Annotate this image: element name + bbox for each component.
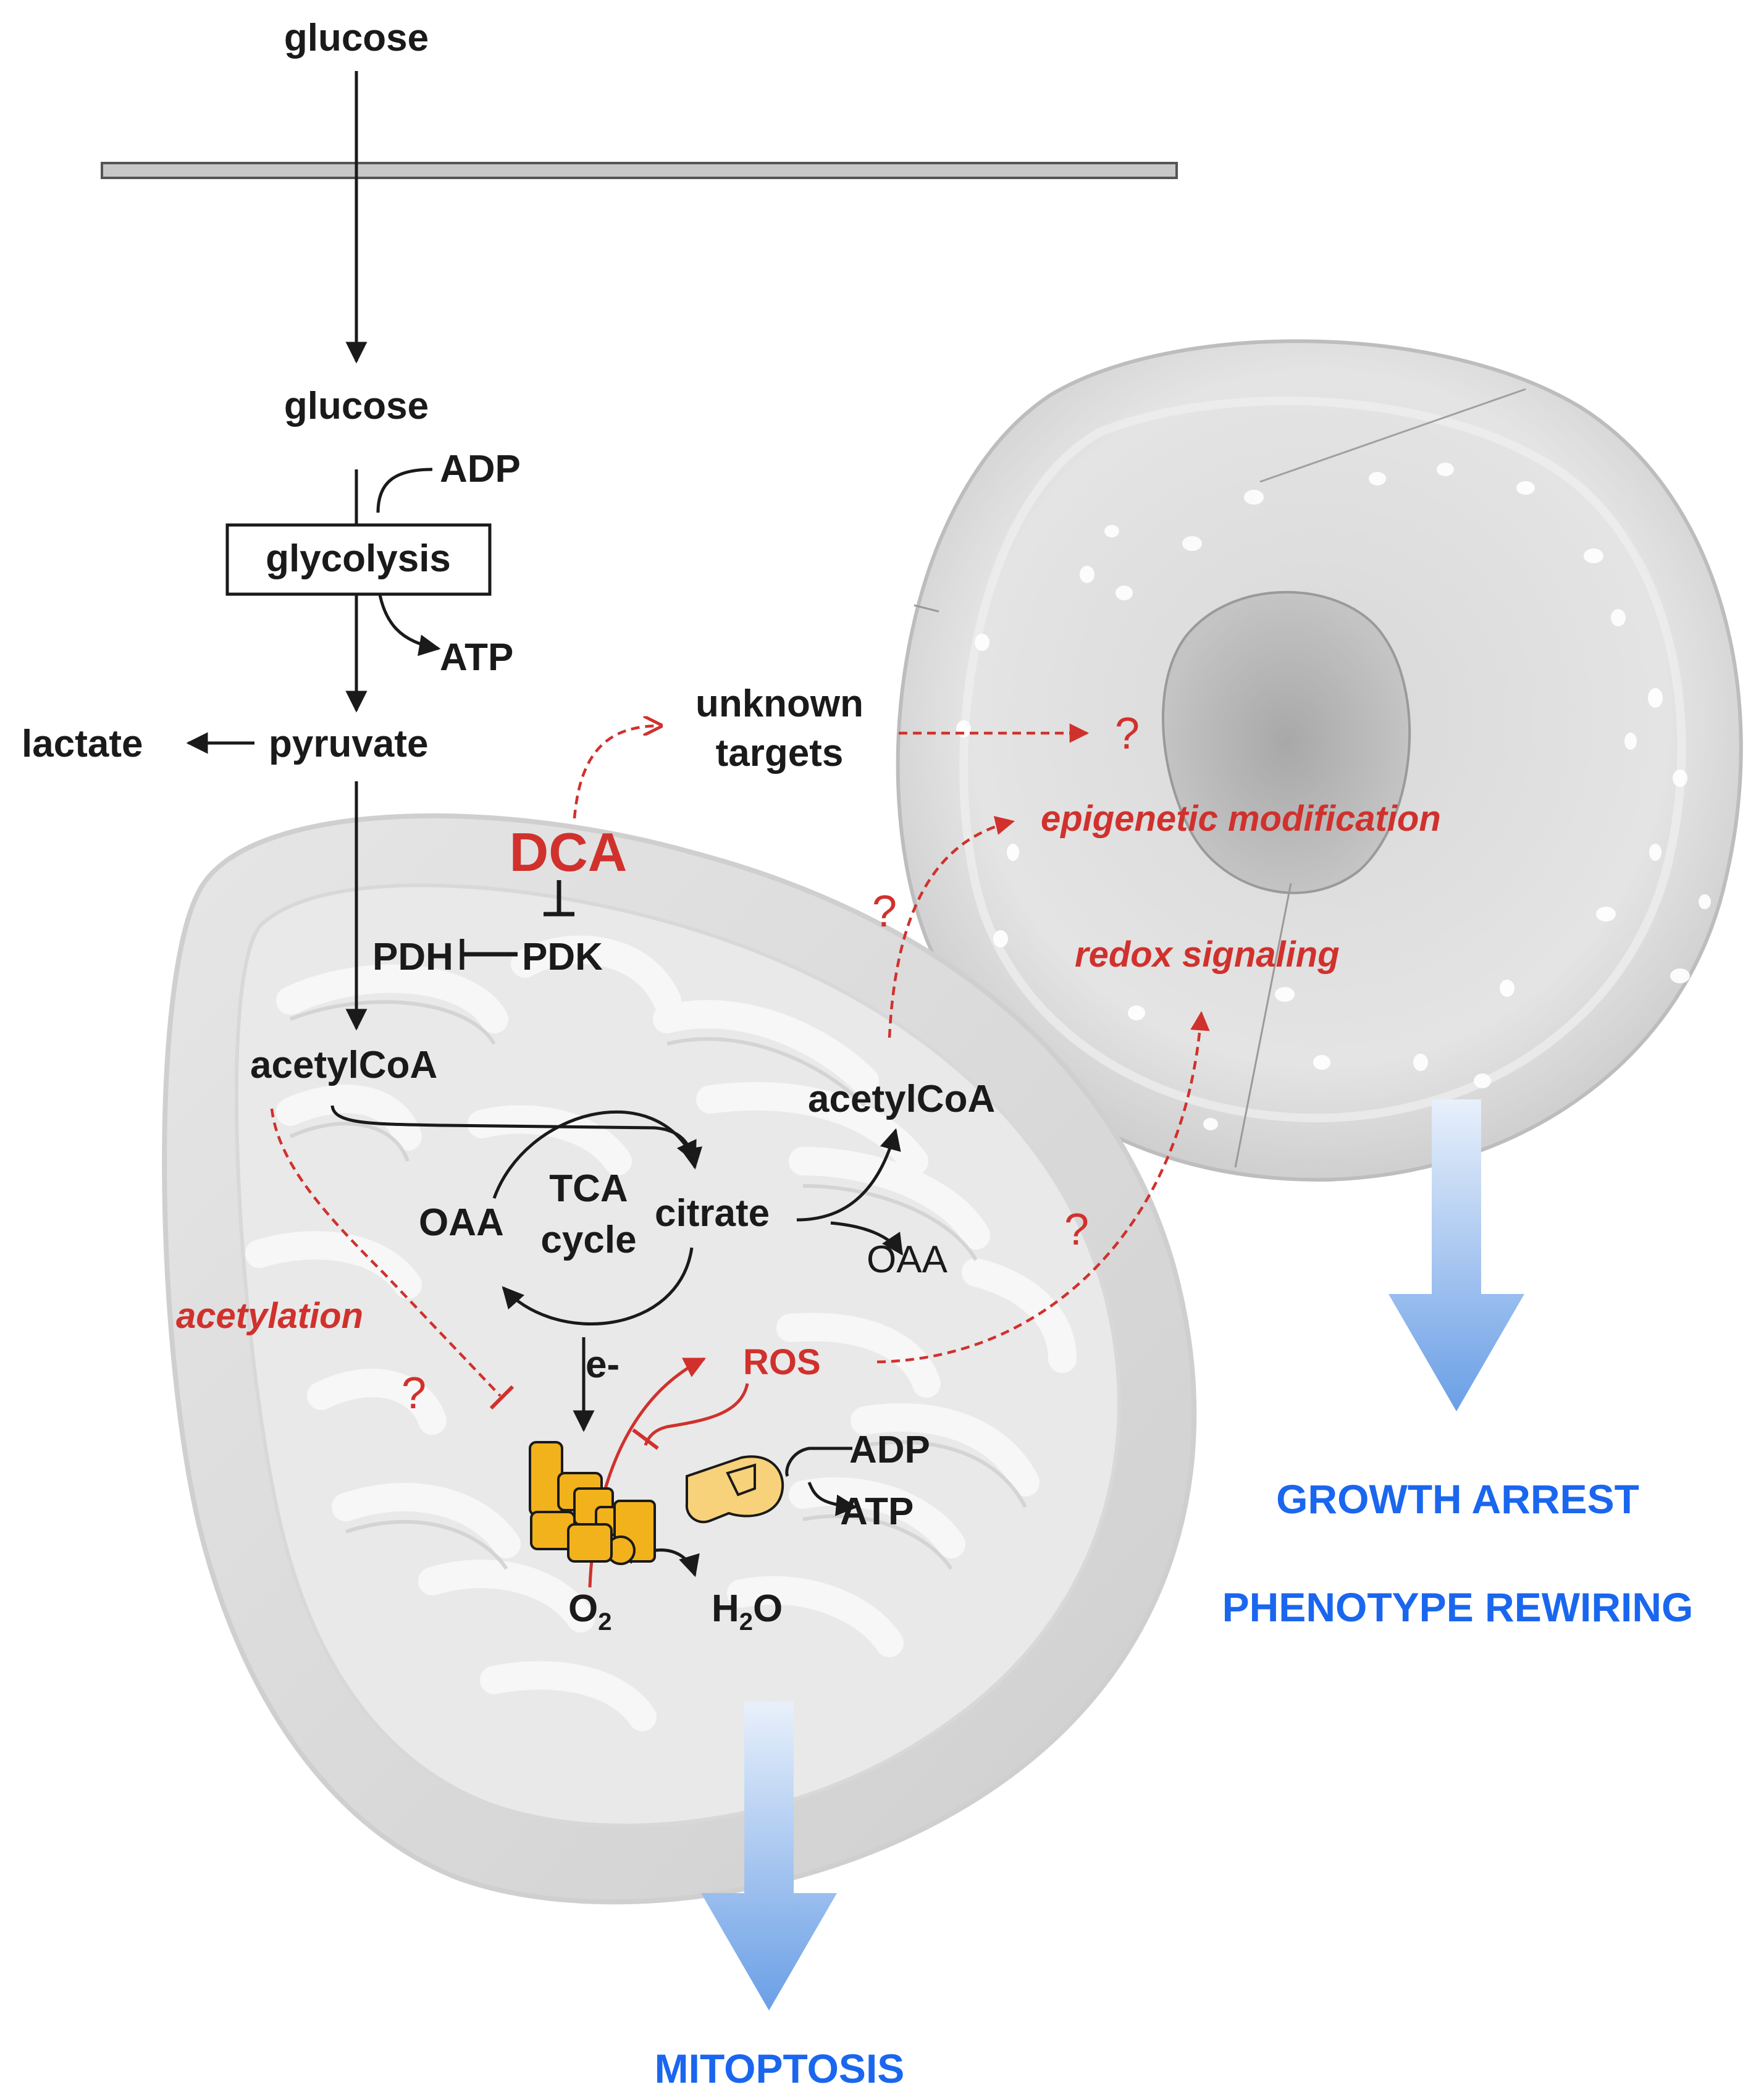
- atp-glycolysis-label: ATP: [440, 636, 513, 679]
- question-mark-redox: ?: [1064, 1205, 1089, 1254]
- pdh-label: PDH: [372, 936, 453, 978]
- oaa-right-label: OAA: [867, 1238, 948, 1281]
- signaling-arrows: [270, 726, 1210, 1397]
- atp-atpsynthase-label: ATP: [840, 1490, 914, 1533]
- plasma-membrane: [101, 162, 1178, 179]
- citrate-label: citrate: [655, 1192, 770, 1235]
- glycolysis-label: glycolysis: [266, 537, 451, 580]
- oaa-left-label: OAA: [419, 1201, 504, 1244]
- e-minus-label: e-: [586, 1343, 620, 1386]
- acetylcoa-cyto-label: acetylCoA: [808, 1078, 995, 1120]
- pyruvate-label: pyruvate: [269, 723, 428, 765]
- acetylation-inhibition-bar: [489, 1385, 515, 1410]
- acetylcoa-mito-label: acetylCoA: [250, 1044, 437, 1086]
- question-mark-epigenetic: ?: [872, 887, 897, 936]
- nucleus: [1162, 590, 1411, 894]
- electron-transport-chain: [529, 1441, 656, 1565]
- mitochondrion-illustration: [162, 813, 1197, 1905]
- growth-arrest-label: GROWTH ARREST: [1276, 1476, 1639, 1522]
- question-mark-acetylation: ?: [401, 1369, 426, 1418]
- epigenetic-modification-label: epigenetic modification: [1041, 799, 1441, 839]
- metabolic-arrows: [186, 71, 904, 1577]
- o2-label: O2: [568, 1587, 611, 1636]
- h2o-label: H2O: [712, 1587, 783, 1636]
- glucose-extracellular-label: glucose: [284, 17, 429, 59]
- targets-label: targets: [716, 732, 844, 775]
- cycle-label: cycle: [540, 1219, 636, 1261]
- phenotype-rewiring-label: PHENOTYPE REWIRING: [1222, 1584, 1694, 1630]
- outcome-arrows: [701, 1099, 1524, 2010]
- adp-glycolysis-label: ADP: [440, 448, 521, 490]
- cell-illustration: [896, 339, 1743, 1182]
- acetylation-label: acetylation: [176, 1296, 363, 1336]
- unknown-label: unknown: [695, 682, 863, 725]
- adp-atpsynthase-label: ADP: [849, 1429, 930, 1471]
- lactate-label: lactate: [22, 723, 143, 765]
- dca-label: DCA: [510, 821, 628, 883]
- mitoptosis-label: MITOPTOSIS: [655, 2046, 905, 2091]
- glucose-intracellular-label: glucose: [284, 385, 429, 427]
- atp-synthase: [685, 1455, 784, 1524]
- inhibition-marks: [460, 880, 574, 970]
- ros-label: ROS: [743, 1342, 821, 1382]
- nuclear-pores: [956, 463, 1711, 1130]
- tca-label: TCA: [549, 1167, 628, 1210]
- redox-signaling-label: redox signaling: [1075, 934, 1340, 975]
- glycolysis-box: [225, 523, 492, 596]
- question-mark-nucleus: ?: [1115, 709, 1140, 758]
- pdk-label: PDK: [522, 936, 603, 978]
